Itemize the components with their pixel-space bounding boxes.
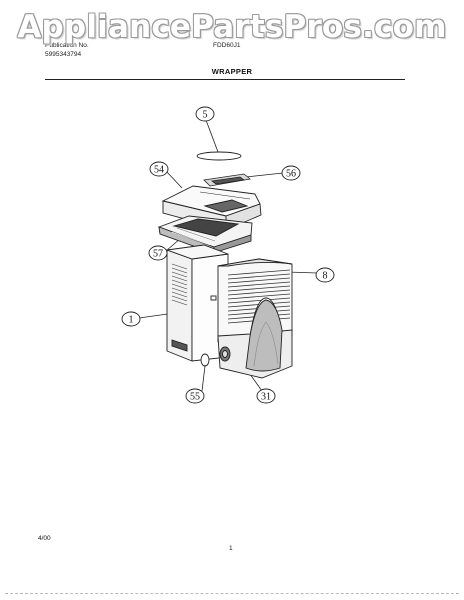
- callout-55: 55: [185, 388, 205, 404]
- svg-text:56: 56: [286, 169, 296, 180]
- watermark-logo: AppliancePartsPros.com: [17, 9, 447, 45]
- publication-label: Publication No.: [45, 42, 89, 49]
- callout-8: 8: [315, 267, 335, 283]
- page-number: 1: [229, 545, 233, 552]
- part-55-float: [200, 353, 210, 367]
- svg-text:55: 55: [190, 392, 200, 403]
- part-31-bucket: [217, 299, 293, 379]
- callout-31: 31: [256, 388, 276, 404]
- part-5-disc: [196, 151, 242, 161]
- svg-text:57: 57: [153, 249, 163, 260]
- header-divider: [45, 79, 405, 80]
- svg-text:8: 8: [323, 271, 328, 282]
- leader-line-5: [205, 119, 219, 153]
- svg-text:31: 31: [261, 392, 271, 403]
- scan-edge-line: [5, 593, 459, 594]
- diagram-title: WRAPPER: [211, 67, 253, 76]
- svg-text:5: 5: [203, 110, 208, 121]
- callout-54: 54: [149, 161, 169, 177]
- footer-date: 4/00: [38, 535, 51, 542]
- callout-56: 56: [281, 165, 301, 181]
- callout-1: 1: [121, 311, 141, 327]
- model-number: FDD60J1: [213, 42, 241, 49]
- callout-57: 57: [148, 245, 168, 261]
- callout-5: 5: [195, 106, 215, 122]
- publication-number: 5995343794: [45, 51, 82, 58]
- leader-line-54: [165, 170, 183, 189]
- svg-text:1: 1: [129, 315, 134, 326]
- leader-line-55: [201, 365, 206, 392]
- part-56-grille: [203, 173, 251, 187]
- leader-line-56: [245, 172, 284, 178]
- svg-text:54: 54: [154, 165, 164, 176]
